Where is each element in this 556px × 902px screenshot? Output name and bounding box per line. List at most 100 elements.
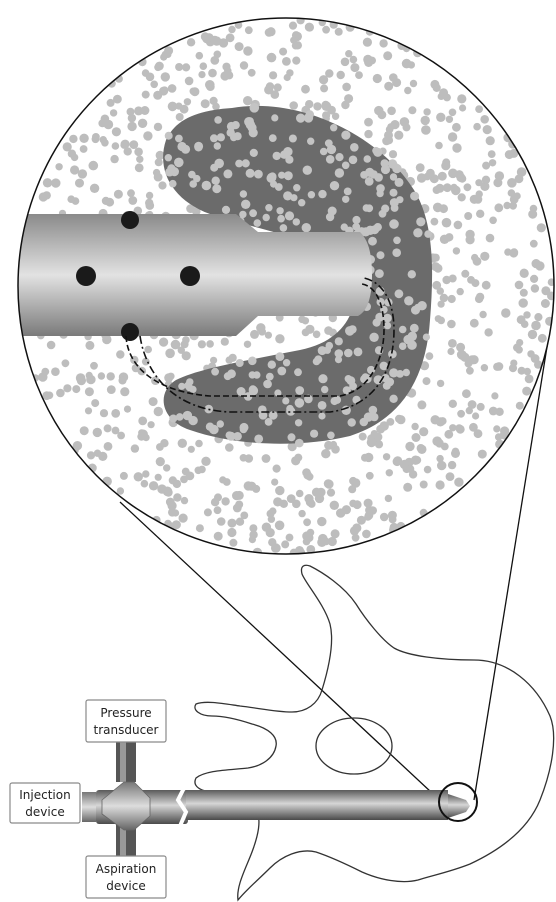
tissue-particle — [298, 199, 305, 206]
tissue-particle — [364, 118, 373, 127]
tissue-particle — [165, 349, 175, 359]
tissue-particle — [181, 497, 188, 504]
tissue-particle — [85, 341, 94, 350]
tissue-particle — [528, 210, 537, 219]
tissue-particle — [176, 113, 184, 121]
tissue-particle — [170, 167, 179, 176]
tissue-particle — [249, 209, 257, 217]
tissue-particle — [304, 113, 313, 122]
tissue-particle — [209, 425, 219, 435]
tissue-particle — [116, 350, 124, 358]
tissue-particle — [175, 135, 183, 143]
tissue-particle — [458, 193, 466, 201]
tissue-particle — [435, 315, 442, 322]
tissue-particle — [411, 456, 420, 465]
tissue-particle — [390, 189, 398, 197]
tissue-particle — [295, 419, 302, 426]
tissue-particle — [441, 161, 450, 170]
tissue-particle — [330, 124, 337, 131]
tissue-particle — [447, 348, 454, 355]
tissue-particle — [217, 517, 226, 526]
tissue-particle — [383, 382, 391, 390]
tissue-particle — [376, 184, 385, 193]
tissue-particle — [142, 470, 149, 477]
tissue-particle — [400, 117, 410, 127]
tissue-particle — [390, 198, 399, 207]
tissue-particle — [403, 335, 412, 344]
tissue-particle — [359, 433, 367, 441]
tissue-particle — [353, 500, 362, 509]
tissue-particle — [250, 149, 258, 157]
tissue-particle — [364, 499, 373, 508]
tissue-particle — [306, 23, 314, 31]
tissue-particle — [396, 415, 405, 424]
tissue-particle — [214, 159, 224, 169]
tissue-particle — [214, 116, 222, 124]
tissue-particle — [271, 479, 278, 486]
tissue-particle — [195, 467, 203, 475]
tissue-particle — [363, 204, 370, 211]
tissue-particle — [531, 321, 541, 331]
tissue-particle — [223, 169, 232, 178]
tissue-particle — [202, 181, 212, 191]
side-port-hole — [121, 211, 139, 229]
tissue-particle — [527, 350, 534, 357]
tissue-particle — [124, 147, 132, 155]
tissue-particle — [448, 169, 458, 179]
tissue-particle — [276, 207, 283, 214]
tissue-particle — [380, 362, 389, 371]
tissue-particle — [80, 426, 89, 435]
tissue-particle — [212, 103, 220, 111]
tissue-particle — [90, 184, 99, 193]
tissue-particle — [252, 485, 260, 493]
tissue-particle — [416, 163, 425, 172]
tissue-particle — [335, 153, 343, 161]
tissue-particle — [322, 26, 330, 34]
tissue-particle — [190, 88, 197, 95]
tissue-particle — [394, 131, 403, 140]
tissue-particle — [399, 326, 407, 334]
tissue-particle — [413, 228, 422, 237]
tissue-particle — [105, 198, 114, 207]
tissue-particle — [331, 397, 339, 405]
tissue-particle — [399, 342, 407, 350]
tissue-particle — [43, 191, 51, 199]
tissue-particle — [438, 172, 447, 181]
tissue-particle — [472, 412, 479, 419]
tissue-particle — [450, 184, 457, 191]
tissue-particle — [266, 82, 274, 90]
tissue-particle — [298, 510, 305, 517]
tissue-particle — [249, 128, 258, 137]
tissue-particle — [322, 101, 332, 111]
tissue-particle — [404, 296, 413, 305]
tissue-particle — [364, 58, 373, 67]
tissue-particle — [520, 269, 528, 277]
tissue-particle — [141, 480, 149, 488]
tissue-particle — [163, 464, 170, 471]
tissue-particle — [248, 357, 257, 366]
tissue-particle — [127, 122, 136, 131]
injection-label-line2: device — [25, 805, 64, 819]
tissue-particle — [345, 375, 352, 382]
tissue-particle — [493, 178, 502, 187]
tissue-particle — [408, 106, 416, 114]
tissue-particle — [385, 136, 393, 144]
tissue-particle — [395, 289, 404, 298]
tissue-particle — [464, 212, 472, 220]
tissue-particle — [268, 538, 276, 546]
tissue-particle — [457, 94, 466, 103]
tissue-particle — [256, 323, 265, 332]
tissue-particle — [302, 223, 311, 232]
tissue-particle — [446, 116, 453, 123]
tissue-particle — [134, 472, 143, 481]
tissue-particle — [431, 262, 440, 271]
tissue-particle — [229, 539, 237, 547]
tissue-particle — [168, 84, 177, 93]
tissue-particle — [280, 151, 288, 159]
tissue-particle — [342, 83, 351, 92]
tissue-particle — [221, 497, 229, 505]
tissue-particle — [503, 202, 510, 209]
tissue-particle — [336, 508, 345, 517]
tissue-particle — [378, 110, 387, 119]
